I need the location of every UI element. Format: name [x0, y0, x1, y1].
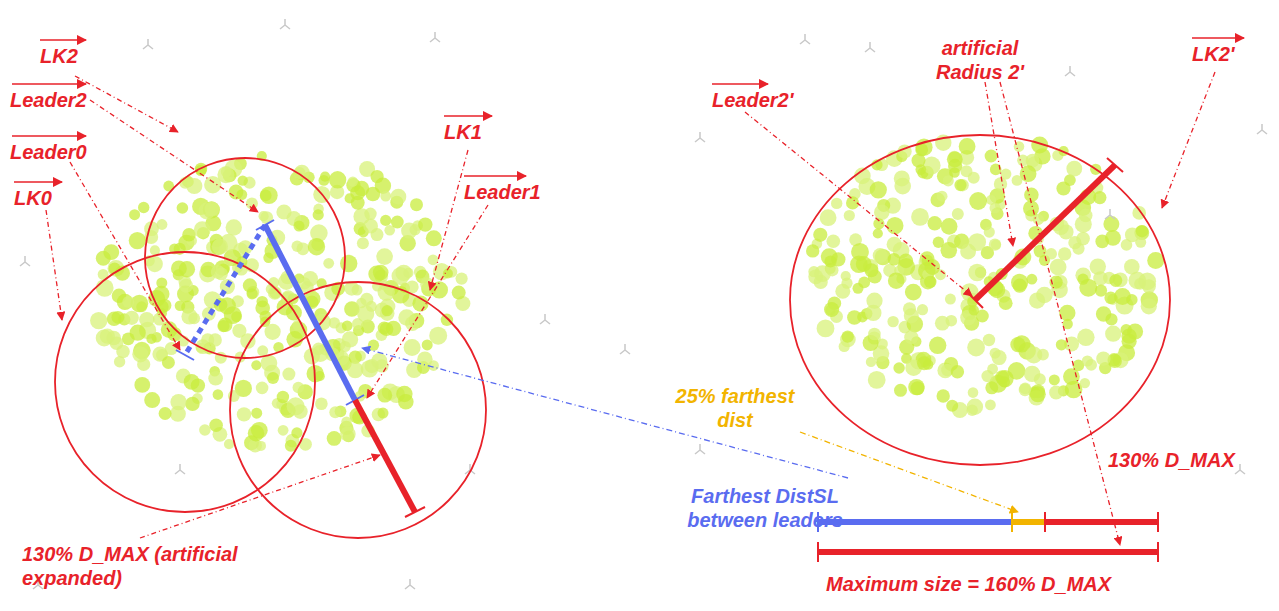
annotation-label: LK1	[444, 120, 482, 144]
annotation-label: Leader2	[10, 88, 87, 112]
annotation-label: Leader1	[464, 180, 541, 204]
annotation-label: Leader0	[10, 140, 87, 164]
annotation-label: LK2	[40, 44, 78, 68]
annotation-label: 130% D_MAX (artificial expanded)	[22, 542, 252, 590]
annotation-label: Maximum size = 160% D_MAX	[826, 572, 1166, 596]
annotation-label: 25% farthest dist	[660, 384, 810, 432]
annotation-label: artificial Radius 2'	[915, 36, 1045, 84]
annotation-label: Farthest DistSL between leaders	[670, 484, 860, 532]
annotation-label: LK0	[14, 186, 52, 210]
annotation-label: LK2'	[1192, 42, 1235, 66]
annotation-label: 130% D_MAX	[1108, 448, 1235, 472]
annotation-label: Leader2'	[712, 88, 793, 112]
